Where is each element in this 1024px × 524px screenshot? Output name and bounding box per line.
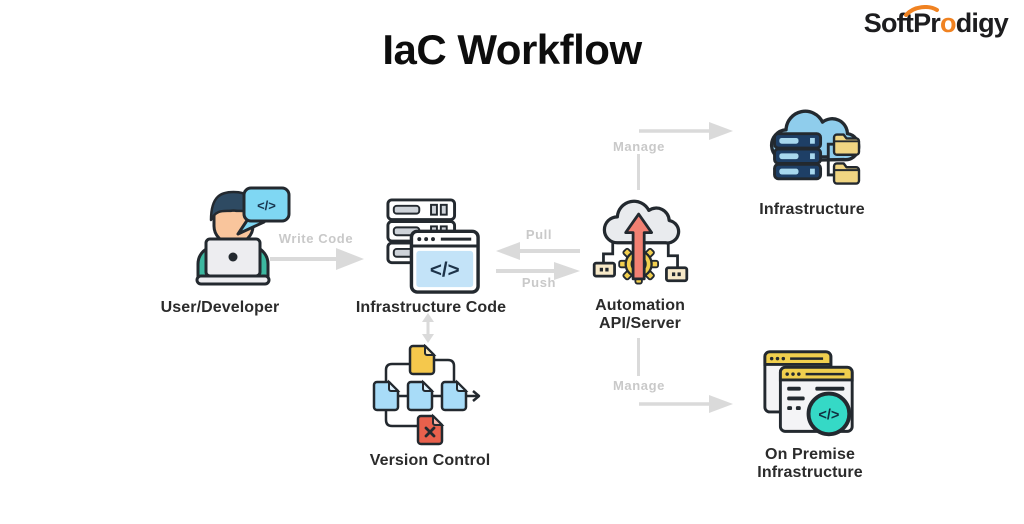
node-label-on-premise-line2: Infrastructure: [757, 464, 863, 481]
browser-windows-code-icon: </>: [763, 350, 854, 437]
node-label-infrastructure: Infrastructure: [759, 201, 865, 218]
edge-label-push: Push: [521, 275, 557, 290]
edge-label-manage-bottom: Manage: [612, 378, 665, 393]
edge-label-write-code: Write Code: [278, 231, 354, 246]
sync-double-arrow-icon: [422, 313, 434, 343]
servers-code-window-icon: </>: [386, 198, 480, 294]
code-glyph: </>: [818, 408, 839, 424]
manage-bottom-connector-line: [637, 338, 640, 376]
developer-laptop-chat-icon: </>: [195, 186, 291, 286]
push-arrow-icon: [496, 262, 580, 280]
manage-bottom-arrow-icon: [639, 395, 733, 413]
edge-label-manage-top: Manage: [612, 139, 665, 154]
edge-label-pull: Pull: [525, 227, 553, 242]
node-label-automation-line1: Automation: [595, 297, 685, 314]
code-glyph: </>: [430, 258, 460, 281]
cloud-servers-folders-icon: [769, 109, 861, 185]
pull-arrow-icon: [496, 242, 580, 260]
logo-swoosh-icon: [903, 5, 939, 17]
logo-text-digy: digy: [955, 8, 1009, 38]
node-label-automation: Automation API/Server: [545, 297, 735, 333]
logo-text-o: o: [939, 8, 956, 38]
write-code-arrow-icon: [270, 248, 364, 270]
node-label-version-control: Version Control: [369, 452, 491, 469]
page-title: IaC Workflow: [382, 26, 642, 73]
softprodigy-logo: SoftProdigy: [864, 5, 1009, 39]
logo-text-pr: Pr: [913, 8, 941, 38]
manage-top-connector-line: [637, 154, 640, 190]
cloud-gear-upload-icon: [592, 199, 689, 285]
node-label-automation-line2: API/Server: [599, 315, 681, 332]
node-label-on-premise-line1: On Premise: [765, 446, 855, 463]
git-file-graph-icon: [372, 344, 481, 446]
node-label-user-developer: User/Developer: [160, 299, 280, 316]
manage-top-arrow-icon: [639, 122, 733, 140]
code-glyph: </>: [257, 198, 276, 213]
node-label-on-premise: On Premise Infrastructure: [710, 446, 910, 482]
node-label-infrastructure-code: Infrastructure Code: [355, 299, 507, 316]
